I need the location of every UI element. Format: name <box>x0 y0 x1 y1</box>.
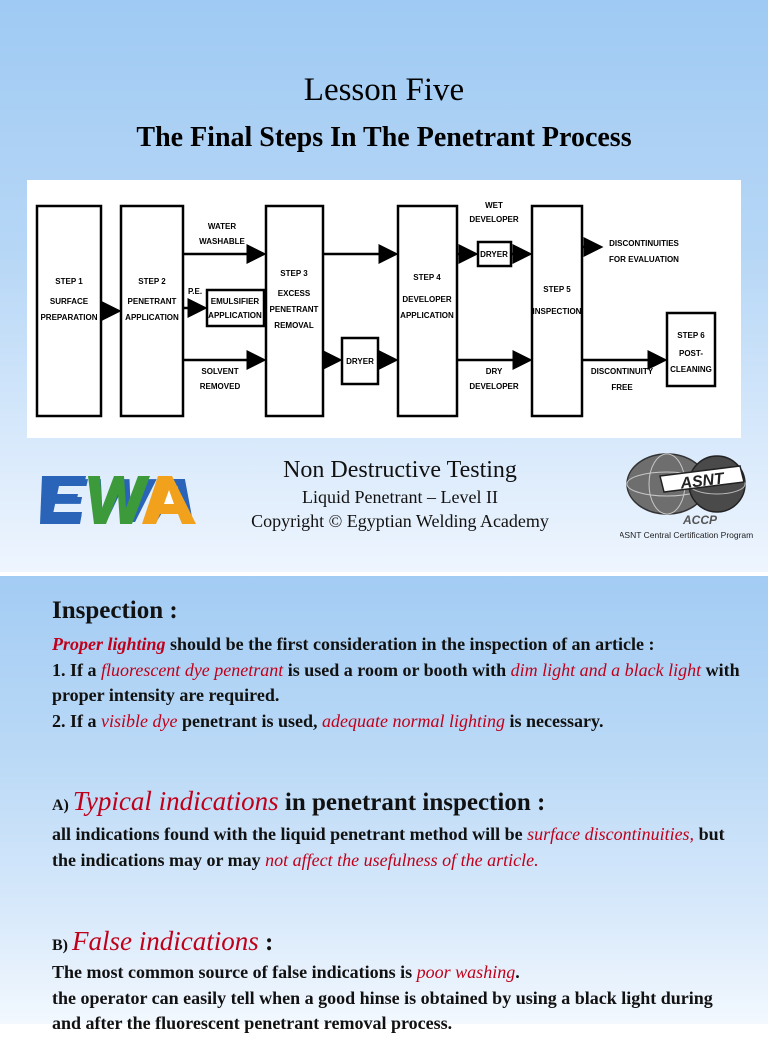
discontinuity-free-line1: DISCONTINUITY <box>591 367 654 376</box>
step2-line3: APPLICATION <box>125 313 179 322</box>
item-2-end: is necessary. <box>504 710 604 731</box>
step1-line2: SURFACE <box>50 297 89 306</box>
step6-line3: CLEANING <box>670 365 712 374</box>
dim-light-emphasis: dim light and a black light <box>510 659 702 680</box>
inspection-heading: Inspection : <box>52 597 178 624</box>
item-1-end: with proper intensity are required. <box>52 659 740 706</box>
poor-washing-emphasis: poor washing <box>416 962 516 982</box>
ndt-level: Liquid Penetrant – Level II <box>302 487 498 507</box>
dryer-label-1: DRYER <box>346 357 374 366</box>
water-washable-line1: WATER <box>208 222 237 231</box>
false-indications-title: False indications <box>72 926 259 956</box>
ndt-title: Non Destructive Testing <box>283 457 517 483</box>
emulsifier-line1: EMULSIFIER <box>211 297 260 306</box>
step2-line2: PENETRANT <box>128 297 177 306</box>
asnt-caption: ASNT Central Certification Program <box>620 530 753 540</box>
ndt-credit-block: Non Destructive Testing Liquid Penetrant… <box>200 455 600 533</box>
penetrant-process-flow-diagram: STEP 1 SURFACE PREPARATION STEP 2 PENETR… <box>27 180 741 438</box>
proper-lighting-emphasis: Proper lighting <box>52 634 166 654</box>
step6-label: STEP 6 <box>677 331 705 340</box>
step4-line2: DEVELOPER <box>402 295 452 304</box>
step5-line2: INSPECTION <box>533 307 582 316</box>
wet-developer-line2: DEVELOPER <box>469 215 519 224</box>
step3-line4: REMOVAL <box>274 321 314 330</box>
typical-indications-heading: A) Typical indications in penetrant insp… <box>52 786 746 817</box>
typical-indications-rest: in penetrant inspection : <box>278 789 546 816</box>
ewa-logo-colors <box>40 476 196 524</box>
solvent-removed-line1: SOLVENT <box>201 367 238 376</box>
discontinuities-line1: DISCONTINUITIES <box>609 239 679 248</box>
dry-developer-line1: DRY <box>486 367 503 376</box>
solvent-removed-line2: REMOVED <box>200 382 241 391</box>
dry-developer-line2: DEVELOPER <box>469 382 519 391</box>
inspection-paragraph: Proper lighting should be the first cons… <box>52 632 746 734</box>
surface-discontinuities-emphasis: surface discontinuities, <box>527 824 695 844</box>
dryer-label-2: DRYER <box>480 250 508 259</box>
false-text-2: . <box>515 962 520 982</box>
item-2-prefix: 2. If a <box>52 710 101 731</box>
typical-text-2: but the indications may or may <box>52 824 725 870</box>
item-1-prefix: 1. If a <box>52 659 101 680</box>
water-washable-line2: WASHABLE <box>199 237 245 246</box>
false-indications-paragraph: The most common source of false indicati… <box>52 960 746 1037</box>
typical-indications-paragraph: all indications found with the liquid pe… <box>52 822 746 873</box>
b-label: B) <box>52 937 72 954</box>
slide-inspection <box>0 576 768 1024</box>
step2-label: STEP 2 <box>138 277 166 286</box>
typical-indications-title: Typical indications <box>72 786 279 816</box>
visible-dye-emphasis: visible dye <box>101 710 178 731</box>
slide-lesson-five: Lesson Five The Final Steps In The Penet… <box>0 0 768 572</box>
step3-label: STEP 3 <box>280 269 308 278</box>
step1-line3: PREPARATION <box>40 313 97 322</box>
false-indications-heading: B) False indications : <box>52 926 746 957</box>
step3-line3: PENETRANT <box>270 305 319 314</box>
ndt-copyright: Copyright © Egyptian Welding Academy <box>251 511 549 531</box>
lesson-subtitle: The Final Steps In The Penetrant Process <box>136 122 632 153</box>
a-label: A) <box>52 797 73 814</box>
false-text-3: the operator can easily tell when a good… <box>52 987 713 1034</box>
step6-line2: POST- <box>679 349 703 358</box>
typical-text-1: all indications found with the liquid pe… <box>52 824 528 844</box>
accp-text: ACCP <box>682 513 718 527</box>
step5-label: STEP 5 <box>543 285 571 294</box>
fluorescent-dye-emphasis: fluorescent dye penetrant <box>101 659 284 680</box>
asnt-logo: ASNT ACCP ASNT Central Certification Pro… <box>620 453 753 540</box>
wet-developer-line1: WET <box>485 201 503 210</box>
discontinuities-line2: FOR EVALUATION <box>609 255 679 264</box>
asnt-logo-text: ASNT <box>679 470 727 492</box>
discontinuity-free-line2: FREE <box>611 383 633 392</box>
emulsifier-line2: APPLICATION <box>208 311 262 320</box>
pe-label: P.E. <box>188 287 202 296</box>
step3-line2: EXCESS <box>278 289 311 298</box>
step4-line3: APPLICATION <box>400 311 454 320</box>
item-2-text: penetrant is used, <box>177 710 322 731</box>
inspection-text-1: should be the first consideration in the… <box>165 634 655 654</box>
normal-lighting-emphasis: adequate normal lighting <box>321 710 505 731</box>
usefulness-emphasis: not affect the usefulness of the article… <box>265 849 539 870</box>
false-text-1: The most common source of false indicati… <box>52 962 417 982</box>
item-1-text: is used a room or booth with <box>283 659 511 680</box>
false-indications-rest: : <box>258 929 274 956</box>
lesson-title: Lesson Five <box>303 72 465 108</box>
step4-label: STEP 4 <box>413 273 441 282</box>
step1-label: STEP 1 <box>55 277 83 286</box>
